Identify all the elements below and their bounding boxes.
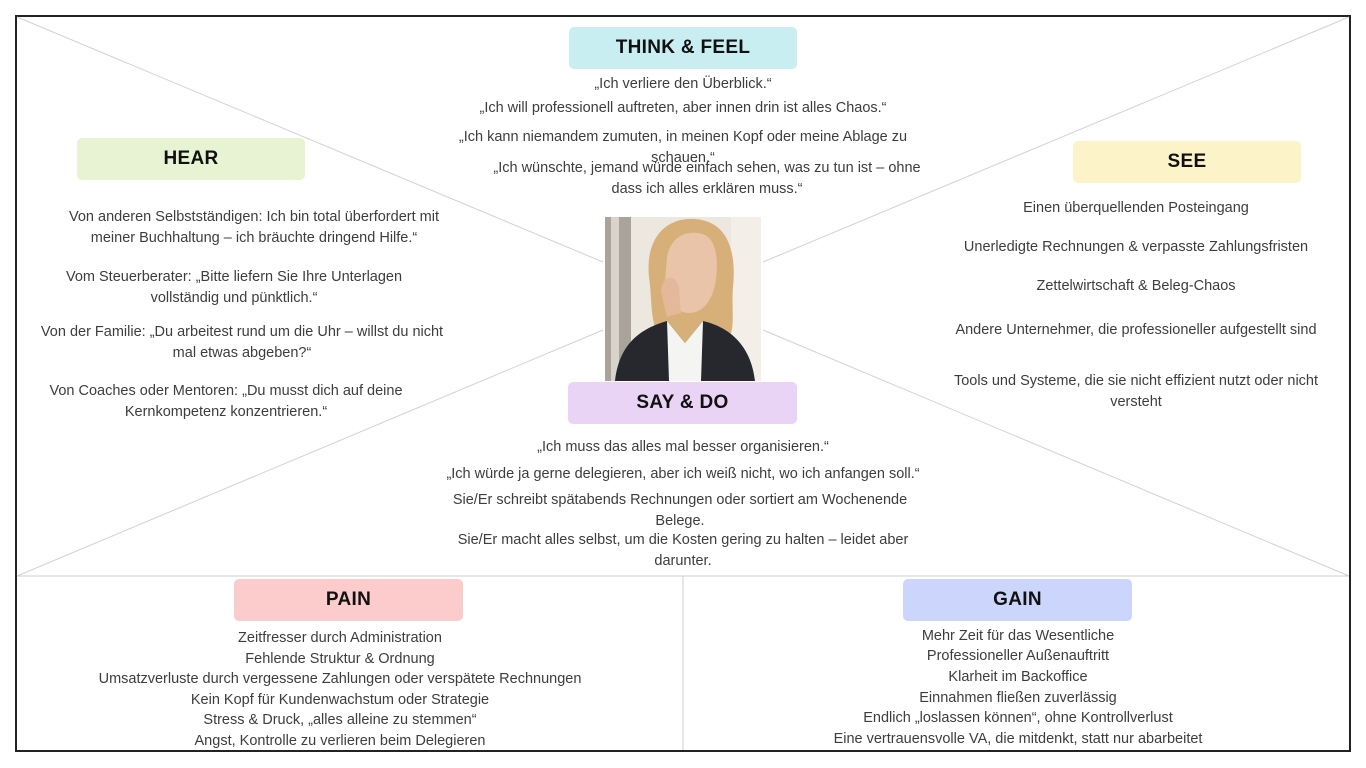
see-item: Unerledigte Rechnungen & verpasste Zahlu… bbox=[963, 239, 1309, 255]
hear-heading: HEAR bbox=[77, 138, 305, 180]
gain-item: Eine vertrauensvolle VA, die mitdenkt, s… bbox=[833, 731, 1203, 747]
hear-item: Von Coaches oder Mentoren: „Du musst dic… bbox=[49, 383, 403, 420]
gain-item: Endlich „loslassen können“, ohne Kontrol… bbox=[863, 710, 1173, 726]
gain-item: Professioneller Außenauftritt bbox=[926, 648, 1110, 664]
say-do-item: „Ich würde ja gerne delegieren, aber ich… bbox=[446, 466, 920, 482]
think-feel-item: „Ich kann niemandem zumuten, in meinen K… bbox=[458, 129, 908, 166]
pain-item: Umsatzverluste durch vergessene Zahlunge… bbox=[98, 671, 582, 687]
say-do-item: Sie/Er schreibt spätabends Rechnungen od… bbox=[452, 492, 908, 529]
hear-item: Von anderen Selbstständigen: Ich bin tot… bbox=[69, 209, 439, 246]
see-item: Andere Unternehmer, die professioneller … bbox=[955, 322, 1317, 338]
pain-item: Zeitfresser durch Administration bbox=[238, 630, 442, 646]
pain-item: Fehlende Struktur & Ordnung bbox=[245, 651, 435, 667]
gain-heading: GAIN bbox=[903, 579, 1132, 621]
empathy-map-frame bbox=[15, 15, 1351, 752]
pain-item: Kein Kopf für Kundenwachstum oder Strate… bbox=[190, 692, 490, 708]
pain-heading: PAIN bbox=[234, 579, 463, 621]
think-feel-item: „Ich will professionell auftreten, aber … bbox=[479, 100, 887, 116]
say-do-item: „Ich muss das alles mal besser organisie… bbox=[537, 439, 829, 455]
see-heading: SEE bbox=[1073, 141, 1301, 183]
gain-item: Einnahmen fließen zuverlässig bbox=[919, 690, 1117, 706]
say-do-item: Sie/Er macht alles selbst, um die Kosten… bbox=[457, 532, 909, 569]
persona-photo bbox=[605, 217, 761, 381]
see-item: Zettelwirtschaft & Beleg-Chaos bbox=[1036, 278, 1236, 294]
say-do-heading: SAY & DO bbox=[568, 382, 797, 424]
see-item: Einen überquellenden Posteingang bbox=[1023, 200, 1249, 216]
think-feel-heading: THINK & FEEL bbox=[569, 27, 797, 69]
pain-item: Angst, Kontrolle zu verlieren beim Deleg… bbox=[194, 733, 486, 749]
gain-item: Mehr Zeit für das Wesentliche bbox=[921, 628, 1115, 644]
see-item: Tools und Systeme, die sie nicht effizie… bbox=[953, 373, 1319, 410]
pain-item: Stress & Druck, „alles alleine zu stemme… bbox=[203, 712, 477, 728]
hear-item: Von der Familie: „Du arbeitest rund um d… bbox=[40, 324, 444, 361]
gain-item: Klarheit im Backoffice bbox=[948, 669, 1088, 685]
think-feel-item: „Ich verliere den Überblick.“ bbox=[594, 76, 772, 92]
think-feel-item: „Ich wünschte, jemand würde einfach sehe… bbox=[493, 160, 921, 197]
hear-item: Vom Steuerberater: „Bitte liefern Sie Ih… bbox=[65, 269, 403, 306]
